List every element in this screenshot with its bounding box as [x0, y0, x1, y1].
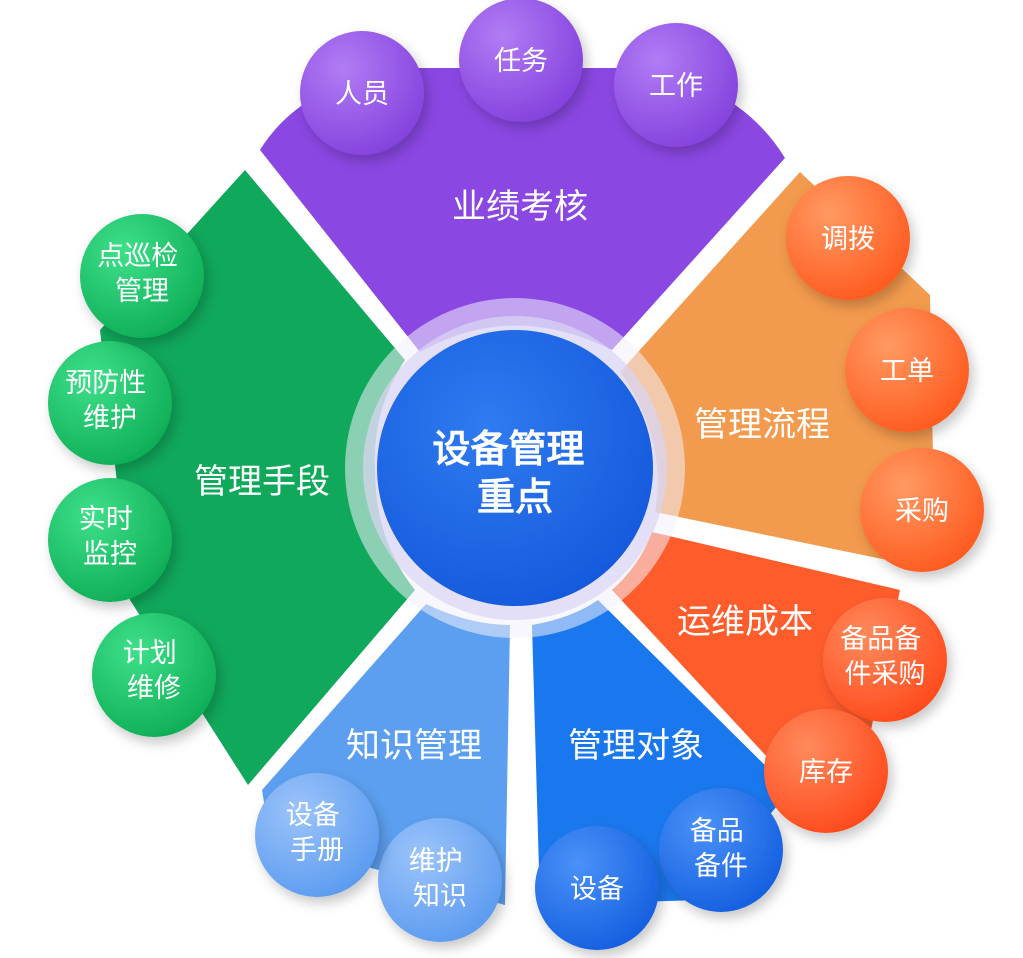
segment-label-cost: 运维成本: [677, 602, 813, 642]
svg-text:预防性 维护: 预防性 维护: [65, 368, 155, 434]
node-performance-2: 任务: [459, 0, 583, 122]
svg-text:设备: 设备: [570, 874, 624, 905]
node-objects-2: 设备: [535, 826, 659, 950]
node-process-3: 采购: [860, 448, 984, 572]
node-knowledge-1: 维护 知识: [378, 818, 502, 942]
segment-label-performance: 业绩考核: [452, 187, 588, 227]
center-title-line-1: 设备管理: [432, 427, 584, 471]
segment-cost: [612, 532, 900, 760]
svg-text:调拨: 调拨: [821, 224, 875, 255]
svg-text:设备 手册: 设备 手册: [286, 800, 349, 866]
svg-text:维护 知识: 维护 知识: [409, 846, 472, 912]
node-objects-1: 备品 备件: [659, 788, 783, 912]
svg-text:工作: 工作: [649, 71, 703, 102]
svg-text:计划 维修: 计划 维修: [123, 638, 186, 704]
svg-text:库存: 库存: [799, 757, 853, 788]
center-title: 设备管理 重点: [432, 427, 597, 519]
segment-label-means: 管理手段: [194, 462, 330, 502]
svg-text:备品备 件采购: 备品备 件采购: [840, 624, 930, 690]
node-means-4: 点巡检 管理: [80, 214, 204, 338]
node-process-2: 工单: [845, 308, 969, 432]
svg-text:点巡检 管理: 点巡检 管理: [97, 241, 187, 307]
svg-text:人员: 人员: [335, 79, 389, 110]
node-cost-2: 库存: [764, 709, 888, 833]
node-cost-1: 备品备 件采购: [823, 598, 947, 722]
node-performance-1: 人员: [300, 31, 424, 155]
node-means-3: 预防性 维护: [48, 341, 172, 465]
center-circle: [377, 330, 653, 606]
node-process-1: 调拨: [786, 176, 910, 300]
node-performance-3: 工作: [614, 23, 738, 147]
node-knowledge-2: 设备 手册: [255, 773, 379, 897]
segment-label-process: 管理流程: [694, 405, 830, 445]
center-title-line-2: 重点: [477, 475, 553, 519]
node-means-1: 计划 维修: [92, 613, 216, 737]
svg-text:采购: 采购: [895, 496, 949, 527]
svg-text:备品 备件: 备品 备件: [690, 816, 753, 882]
svg-text:任务: 任务: [494, 46, 548, 77]
segment-label-objects: 管理对象: [568, 726, 704, 766]
svg-text:实时 监控: 实时 监控: [79, 504, 142, 570]
segment-label-knowledge: 知识管理: [346, 726, 482, 766]
node-means-2: 实时 监控: [48, 478, 172, 602]
svg-text:工单: 工单: [880, 356, 934, 387]
